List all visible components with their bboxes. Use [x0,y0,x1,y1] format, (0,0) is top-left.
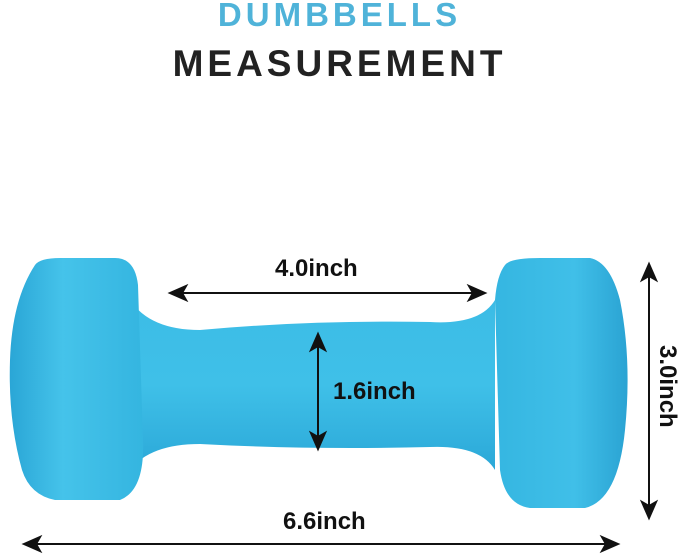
head-height-arrow [639,261,659,521]
title-measurement: MEASUREMENT [172,43,507,84]
handle-length-arrow [167,283,488,303]
handle-diameter-arrow [308,331,328,452]
dumbbell-head-left [9,258,144,500]
total-length-label: 6.6inch [283,508,366,535]
total-length-arrow [21,534,621,554]
dumbbell-handle [130,300,495,470]
handle-diameter-label: 1.6inch [333,378,416,405]
head-height-label: 3.0inch [654,345,679,428]
dumbbell-head-right [495,258,628,508]
handle-length-label: 4.0inch [275,255,358,282]
title-dumbbells: DUMBBELLS [217,0,462,33]
